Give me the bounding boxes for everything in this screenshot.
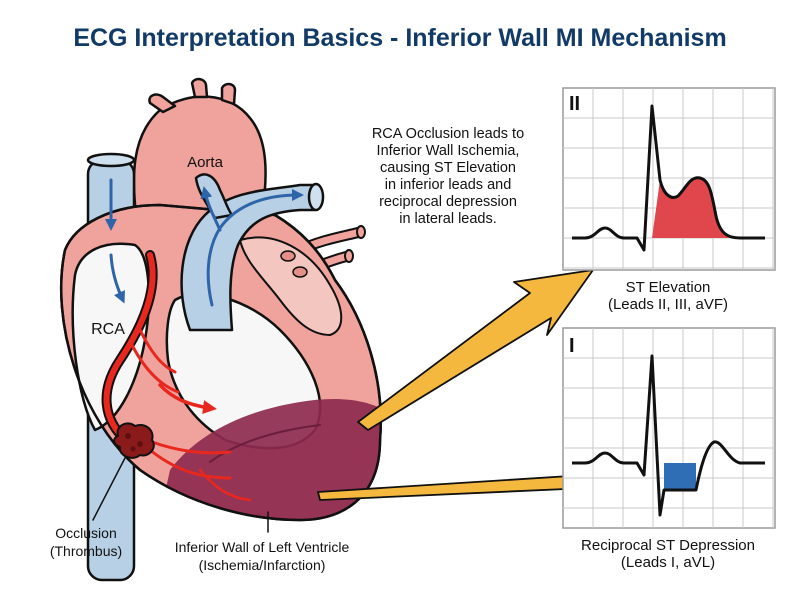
ecg-trace-lead-i bbox=[572, 354, 765, 517]
mechanism-line: in inferior leads and bbox=[385, 177, 512, 193]
flow-arrow-icon bbox=[109, 253, 125, 304]
st-depression-fill bbox=[652, 463, 696, 490]
page-title: ECG Interpretation Basics - Inferior Wal… bbox=[73, 24, 727, 52]
mechanism-line: RCA Occlusion leads to bbox=[372, 126, 524, 142]
st-elevation-fill bbox=[652, 177, 740, 238]
mechanism-line: in lateral leads. bbox=[399, 211, 497, 227]
ecg-panel-st-elevation: II bbox=[562, 87, 776, 271]
st-elevation-leads: (Leads II, III, aVF) bbox=[608, 296, 728, 313]
mechanism-line: reciprocal depression bbox=[379, 194, 517, 210]
rca-label: RCA bbox=[91, 321, 125, 338]
st-elevation-caption: ST Elevation bbox=[626, 279, 711, 296]
ecg-grid bbox=[563, 328, 775, 528]
mechanism-line: Inferior Wall Ischemia, bbox=[377, 143, 520, 159]
lead-ii-label: II bbox=[569, 93, 580, 115]
occlusion-label: Occlusion bbox=[55, 525, 116, 541]
ecg-trace-lead-ii bbox=[572, 104, 765, 252]
lead-i-label: I bbox=[569, 335, 575, 357]
inferior-wall-sublabel: (Ischemia/Infarction) bbox=[199, 557, 326, 573]
arrow-to-st-elevation bbox=[357, 269, 594, 431]
right-coronary-artery bbox=[101, 250, 252, 502]
inferior-wall-label: Inferior Wall of Left Ventricle bbox=[175, 539, 350, 555]
occlusion-pointer bbox=[92, 457, 126, 521]
ecg-grid-frame bbox=[562, 327, 776, 529]
st-depression-caption: Reciprocal ST Depression bbox=[581, 537, 755, 554]
thrombus-icon bbox=[113, 422, 155, 459]
pulmonary-artery bbox=[180, 173, 325, 332]
ecg-panel-st-depression: I bbox=[562, 327, 776, 529]
aorta-label: Aorta bbox=[187, 154, 224, 171]
st-depression-leads: (Leads I, aVL) bbox=[621, 554, 715, 571]
heart-illustration bbox=[59, 77, 382, 582]
occlusion-sublabel: (Thrombus) bbox=[50, 543, 122, 559]
mechanism-line: causing ST Elevation bbox=[380, 160, 516, 176]
mechanism-text: RCA Occlusion leads to Inferior Wall Isc… bbox=[372, 126, 524, 227]
